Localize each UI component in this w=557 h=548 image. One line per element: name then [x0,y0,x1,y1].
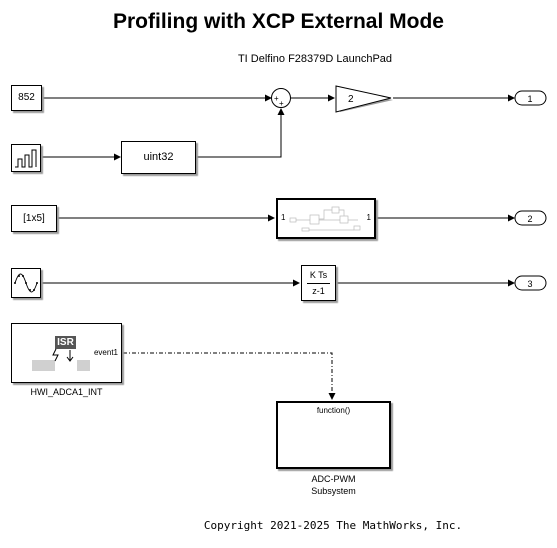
outport-2-number: 2 [527,214,532,224]
integrator-denominator: z-1 [312,286,325,296]
sine-wave-source-block[interactable] [11,268,41,298]
adc-pwm-subsystem-block[interactable]: function() [276,401,391,469]
constant-array-value: [1x5] [23,213,45,224]
isr-badge: ISR [55,336,76,349]
outport-1-number: 1 [527,94,532,104]
constant-array-block[interactable]: [1x5] [11,205,57,232]
data-type-conversion-block[interactable]: uint32 [121,141,196,174]
diagram-subtitle: TI Delfino F28379D LaunchPad [237,53,393,65]
staircase-icon [15,149,37,168]
hwi-output-port-label: event1 [93,348,118,357]
counter-source-block[interactable] [11,144,41,172]
interrupt-icon [32,348,90,371]
integrator-numerator: K Ts [309,270,328,280]
outport-1[interactable]: 1 [514,90,548,107]
signal-line-convert-to-sum[interactable] [196,108,285,158]
discrete-integrator-block[interactable]: K Ts z-1 [301,265,336,301]
hwi-block-name: HWI_ADCA1_INT [30,387,103,397]
function-call-trigger-label: function() [316,406,351,415]
constant-852-block[interactable]: 852 [11,85,42,111]
copyright-notice: Copyright 2021-2025 The MathWorks, Inc. [203,519,463,532]
diagram-title: Profiling with XCP External Mode [113,10,444,33]
hardware-interrupt-block[interactable]: ISR event1 [11,323,122,383]
sum-block[interactable]: + + [270,87,294,111]
gain-block[interactable]: 2 [334,84,396,116]
sum-sign-bottom: + [279,99,284,108]
outport-2[interactable]: 2 [514,210,548,227]
subsystem-input-port-label: 1 [281,213,286,222]
sum-sign-left: + [274,94,279,103]
subsystem-block[interactable]: 1 1 [276,198,376,239]
sine-wave-icon [14,273,38,293]
function-call-line[interactable] [123,352,336,400]
outport-3-number: 3 [527,279,532,289]
conversion-type-label: uint32 [143,151,174,163]
subsystem-output-port-label: 1 [366,213,371,222]
subsystem-thumbnail-icon [289,206,361,232]
outport-3[interactable]: 3 [514,275,548,292]
integrator-fraction-bar [307,283,330,284]
gain-value: 2 [348,94,354,105]
constant-852-value: 852 [18,92,35,103]
adc-pwm-name-line2: Subsystem [311,486,356,496]
adc-pwm-name-line1: ADC-PWM [311,474,356,484]
